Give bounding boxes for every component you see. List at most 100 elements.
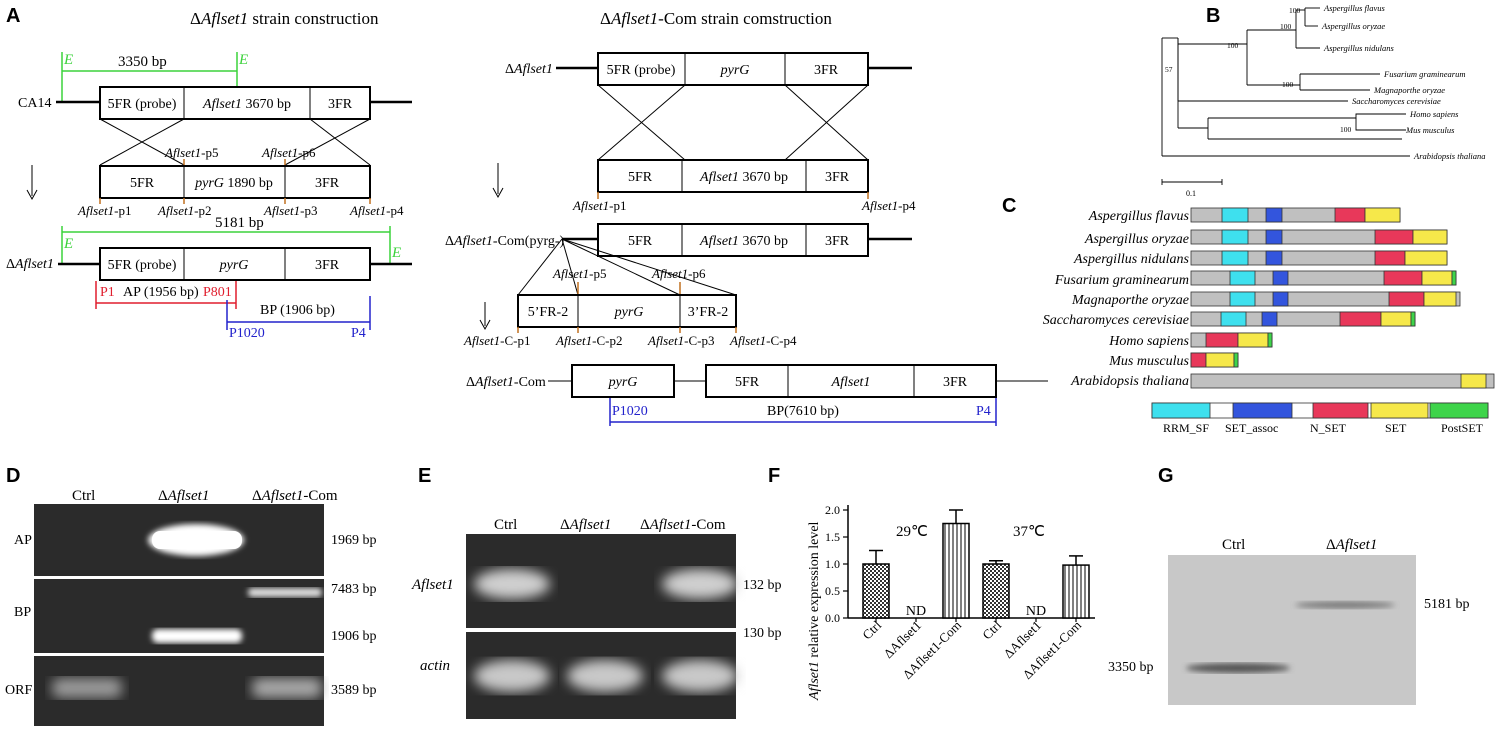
pyrg: pyrG <box>614 305 644 320</box>
protein-backbone <box>1190 373 1495 389</box>
fr5: 5FR <box>628 234 653 249</box>
legend-label: SET <box>1385 421 1407 435</box>
fr3: 3FR <box>825 170 850 185</box>
ecori-site: E <box>391 245 401 261</box>
taxon: Saccharomyces cerevisiae <box>1352 96 1441 106</box>
domain-set <box>1404 250 1448 266</box>
primer-P1020: P1020 <box>229 326 265 341</box>
panel-a-right: ΔAflset1-Com strain comstruction ΔAflset… <box>445 9 1048 426</box>
domain-postset <box>1410 311 1416 327</box>
ecori-site: E <box>238 52 248 68</box>
panel-d-gel: Ctrl ΔAflset1 ΔAflset1-Com AP BP ORF 196… <box>5 488 377 726</box>
primer-p1: Aflset1-p1 <box>77 203 131 218</box>
ap-label: AP (1956 bp) <box>123 285 199 300</box>
domain-postset <box>1233 352 1239 368</box>
species-label: Magnaporthe oryzae <box>1071 293 1189 308</box>
bar <box>1062 564 1090 619</box>
y-tick-label: 0.0 <box>825 611 840 625</box>
primer-p1: Aflset1-p1 <box>572 198 626 213</box>
aflset1: Aflset1 <box>831 375 871 390</box>
fr3: 3FR <box>328 97 353 112</box>
fr5-2: 5’FR-2 <box>528 305 568 320</box>
com-label: ΔAflset1-Com <box>466 375 546 390</box>
gene-aflset1: Aflset1 3670 bp <box>202 97 291 112</box>
panel-label-f: F <box>768 465 780 487</box>
delta-aflset1-label: ΔAflset1 <box>505 62 553 77</box>
delta-aflset1-label: ΔAflset1 <box>6 257 54 272</box>
taxon: Arabidopsis thaliana <box>1413 151 1486 161</box>
lane-label: Ctrl <box>494 517 517 533</box>
band-size: 130 bp <box>743 626 782 641</box>
species-label: Aspergillus nidulans <box>1073 252 1190 267</box>
ca14-label: CA14 <box>18 96 51 111</box>
x-tick-label: Ctrl <box>979 617 1004 642</box>
domain-set <box>1237 332 1269 348</box>
species-label: Aspergillus oryzae <box>1084 232 1189 247</box>
fr3-2: 3’FR-2 <box>688 305 728 320</box>
species-label: Mus musculus <box>1108 354 1189 369</box>
panel-f-text: Aflset1 relative expression level 29℃ 37… <box>807 521 1045 701</box>
lane-label: Ctrl <box>1222 537 1245 553</box>
row-label: BP <box>14 605 31 620</box>
lane-label: ΔAflset1 <box>560 517 611 533</box>
legend-swatch <box>1429 402 1489 419</box>
domain-rrm-sf <box>1221 250 1249 266</box>
primer-c-p1: Aflset1-C-p1 <box>463 333 530 348</box>
domain-postset <box>1451 270 1457 286</box>
primer-p5: Aflset1-p5 <box>552 266 606 281</box>
domain-postset <box>1267 332 1273 348</box>
panel-a-right-title: ΔAflset1-Com strain comstruction <box>600 9 832 28</box>
pyrg: pyrG <box>720 63 750 78</box>
bp7610-label: BP(7610 bp) <box>767 404 839 419</box>
primer-p3: Aflset1-p3 <box>263 203 317 218</box>
taxon: Mus musculus <box>1405 125 1455 135</box>
primer-c-p2: Aflset1-C-p2 <box>555 333 622 348</box>
domain-rrm-sf <box>1221 229 1249 245</box>
primer-p4: Aflset1-p4 <box>349 203 404 218</box>
primer-P1: P1 <box>100 285 115 300</box>
scale-bar-label: 0.1 <box>1186 189 1196 198</box>
species-label: Arabidopsis thaliana <box>1070 374 1189 389</box>
domain-rrm-sf <box>1229 270 1256 286</box>
lane-label: ΔAflset1 <box>158 488 209 504</box>
y-tick-label: 1.5 <box>825 530 840 544</box>
band-size: 7483 bp <box>331 582 377 597</box>
panel-g-blot: Ctrl ΔAflset1 5181 bp 3350 bp <box>1108 537 1470 705</box>
species-label: Homo sapiens <box>1108 334 1189 349</box>
size-5181: 5181 bp <box>215 215 264 231</box>
fr5: 5FR <box>130 176 155 191</box>
panel-a-left: ΔAflset1 strain construction E E 3350 bp… <box>6 9 412 341</box>
bootstrap: 100 <box>1340 125 1352 134</box>
bp-label: BP (1906 bp) <box>260 303 335 318</box>
domain-n-set <box>1190 352 1207 368</box>
domain-n-set <box>1374 250 1406 266</box>
panel-label-c: C <box>1002 195 1016 217</box>
legend-label: PostSET <box>1441 421 1484 435</box>
legend-label: RRM_SF <box>1163 421 1209 435</box>
band-size: 3350 bp <box>1108 660 1154 675</box>
nd-label: ND <box>906 604 926 619</box>
legend-swatch <box>1370 402 1429 419</box>
taxon: Fusarium graminearum <box>1383 69 1465 79</box>
domain-set-assoc <box>1265 250 1283 266</box>
legend-swatch <box>1232 402 1293 419</box>
y-tick-label: 1.0 <box>825 557 840 571</box>
panel-label-d: D <box>6 465 20 487</box>
bootstrap: 100 <box>1227 41 1239 50</box>
pyrg: pyrG <box>608 375 638 390</box>
domain-n-set <box>1339 311 1382 327</box>
fr3: 3FR <box>315 258 340 273</box>
temp-label: 37℃ <box>1013 524 1045 540</box>
domain-set <box>1205 352 1235 368</box>
domain-rrm-sf <box>1220 311 1247 327</box>
domain-set-assoc <box>1272 291 1289 307</box>
temp-label: 29℃ <box>896 524 928 540</box>
panel-a-left-title: ΔAflset1 strain construction <box>190 9 379 28</box>
primer-c-p3: Aflset1-C-p3 <box>647 333 714 348</box>
band-size: 1969 bp <box>331 533 377 548</box>
panel-label-b: B <box>1206 5 1220 27</box>
fr3: 3FR <box>825 234 850 249</box>
fr3: 3FR <box>814 63 839 78</box>
panel-label-e: E <box>418 465 431 487</box>
y-axis-label: Aflset1 relative expression level <box>807 521 822 701</box>
